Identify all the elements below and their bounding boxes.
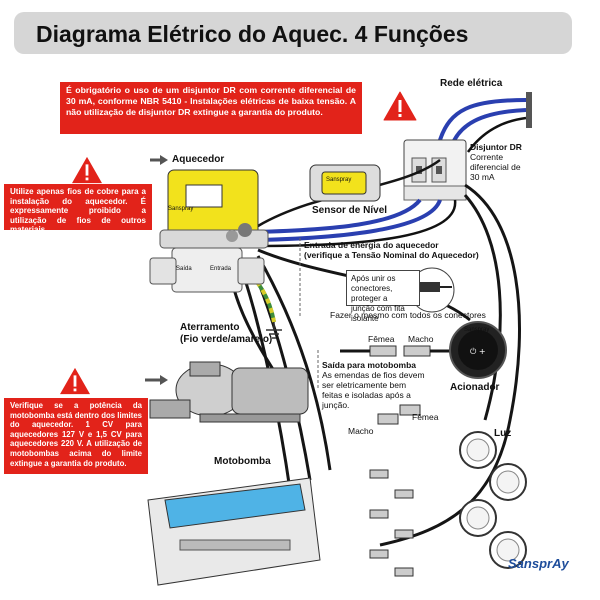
label-entrada: Entrada de energia do aquecedor (verifiq… — [304, 240, 479, 260]
callout-fita-l1: Após unir os — [351, 274, 396, 283]
supply-wire-blue-1 — [254, 198, 422, 234]
label-disjuntor-title: Disjuntor DR — [470, 142, 522, 152]
label-saida: Saída para motobomba As emendas de fios … — [322, 360, 425, 410]
connector-callout-graphic — [409, 267, 455, 313]
power-wall-plate — [526, 92, 532, 128]
motor-pump — [149, 361, 309, 423]
label-rede: Rede elétrica — [440, 78, 503, 89]
callout-fita-l3: junção com fita isolante — [351, 304, 405, 323]
svg-text:⏻ +: ⏻ + — [470, 347, 486, 356]
label-saida-l1: As emendas de fios devem — [322, 370, 425, 380]
light-cable-2 — [463, 194, 502, 421]
label-disjuntor-l3: 30 mA — [470, 172, 495, 182]
ground-symbol — [266, 322, 282, 339]
label-saida-l3: feitas e isoladas após a — [322, 390, 411, 400]
sensor-brand: Sanspray — [326, 177, 352, 183]
warning-triangle-icon-middle — [72, 156, 102, 184]
light-connectors — [369, 469, 414, 577]
label-femea: Fêmea — [368, 334, 395, 344]
label-disjuntor: Disjuntor DR Corrente diferencial de 30 … — [470, 142, 522, 182]
mains-wire-3 — [466, 116, 527, 153]
controller-device: ⏻ + — [449, 321, 507, 379]
heater-unit — [149, 169, 269, 293]
heater-brand: Sanspray — [168, 206, 194, 212]
control-panel — [147, 477, 321, 586]
heater-label-saida: Saída — [176, 266, 192, 272]
label-entrada-l1: Entrada de energia do aquecedor — [304, 240, 439, 250]
label-macho-2: Macho — [348, 426, 374, 436]
mains-wire-2 — [450, 108, 527, 146]
label-luz: Luz — [494, 428, 512, 439]
panel-cable-1 — [256, 255, 332, 471]
warning-box-copper: Utilize apenas fios de cobre para a inst… — [4, 184, 152, 234]
warning-box-dr: É obrigatório o uso de um disjuntor DR c… — [60, 82, 362, 134]
label-sensor: Sensor de Nível — [312, 205, 388, 216]
warning-triangle-icon-top — [383, 91, 417, 121]
label-aterramento-l1: Aterramento — [180, 322, 240, 333]
label-entrada-l2: (verifique a Tensão Nominal do Aquecedor… — [304, 250, 479, 260]
warning-box-pump: Verifique se a potência da motobomba est… — [4, 398, 148, 474]
label-aquecedor: Aquecedor — [172, 154, 225, 165]
heater-label-entrada: Entrada — [210, 266, 232, 272]
brand-logo: SansprAy — [508, 556, 569, 571]
label-saida-l2: ser eletricamente bem — [322, 380, 407, 390]
title-bar — [14, 12, 572, 54]
connector-pair-2 — [377, 404, 421, 425]
page-title: Diagrama Elétrico do Aquec. 4 Funções — [36, 21, 469, 47]
callout-fita: Após unir os conectores, proteger a junç… — [346, 270, 420, 323]
callout-fita-l2: conectores, proteger a — [351, 284, 393, 303]
dr-breaker — [403, 139, 467, 201]
warning-triangle-icon-bottom — [60, 367, 90, 395]
label-disjuntor-l1: Corrente — [470, 152, 504, 162]
label-saida-l4: junção. — [322, 400, 350, 410]
label-aterramento: Aterramento (Fio verde/amarelo) — [180, 322, 272, 346]
connector-pair — [340, 345, 455, 357]
light-cable-1 — [379, 183, 521, 547]
label-saida-title: Saída para motobomba — [322, 360, 416, 370]
label-acionador: Acionador — [450, 382, 500, 393]
ground-wire-yellow — [234, 258, 276, 323]
label-motobomba: Motobomba — [214, 456, 271, 467]
label-macho: Macho — [408, 334, 434, 344]
mains-wire-1 — [438, 98, 527, 141]
level-sensor — [309, 164, 381, 202]
label-fazer: Fazer o mesmo com todos os conectores — [330, 310, 486, 320]
label-aterramento-l2: (Fio verde/amarelo) — [180, 334, 273, 345]
controller-brand: Sanspray — [464, 327, 490, 333]
label-disjuntor-l2: diferencial de — [470, 162, 521, 172]
supply-wire-black — [257, 199, 457, 248]
supply-wire-blue-2 — [257, 199, 442, 242]
label-femea-2: Fêmea — [412, 412, 439, 422]
light-fixtures — [459, 431, 527, 569]
